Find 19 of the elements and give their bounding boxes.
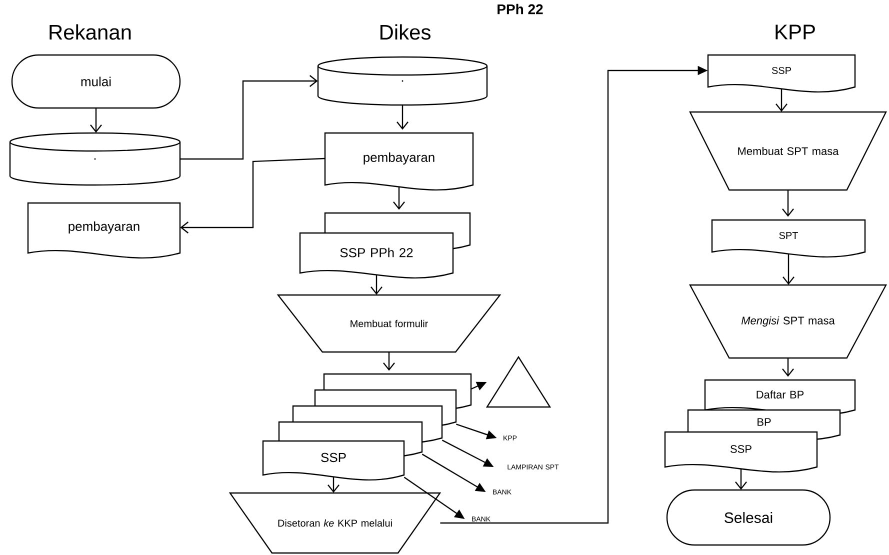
column-heading: Dikes xyxy=(380,24,430,40)
arrow xyxy=(782,190,794,217)
arrow xyxy=(180,75,318,160)
arrow xyxy=(393,187,405,210)
arrow xyxy=(328,477,340,493)
arrow xyxy=(90,108,102,133)
arrow xyxy=(180,158,325,234)
database-cylinder: . xyxy=(9,132,181,186)
arrow xyxy=(782,254,794,285)
arrow xyxy=(735,469,747,490)
arrow xyxy=(383,352,395,371)
database-cylinder: . xyxy=(317,56,488,106)
arrow xyxy=(782,358,794,377)
title: PPh 22 xyxy=(498,4,543,14)
arrow xyxy=(396,105,408,130)
terminator: Selesai xyxy=(666,489,831,546)
arrow xyxy=(370,275,382,295)
arrow xyxy=(776,89,788,112)
terminator: mulai xyxy=(11,54,181,109)
